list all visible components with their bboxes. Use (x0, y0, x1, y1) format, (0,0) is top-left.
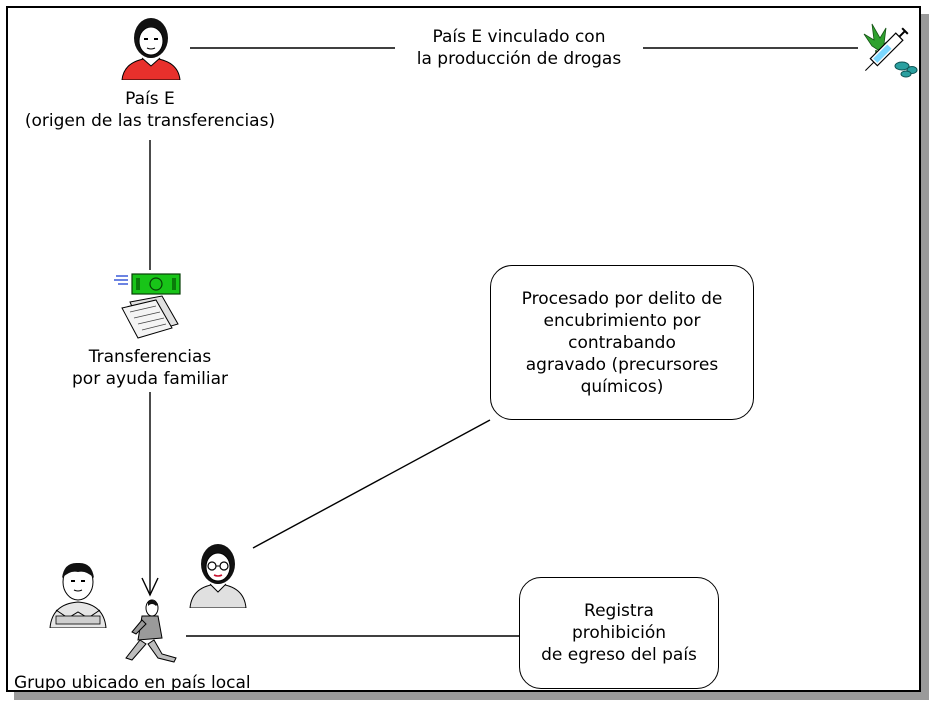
man-icon (49, 562, 107, 628)
country-e-label: País E (origen de las transferencias) (24, 89, 276, 131)
exit-ban-box: Registra prohibición de egreso del país (519, 577, 719, 689)
prosecuted-box: Procesado por delito de encubrimiento po… (490, 265, 754, 420)
group-label: Grupo ubicado en país local (14, 673, 251, 693)
arrow-head (141, 577, 159, 597)
frame-shadow-bottom (14, 692, 929, 700)
frame-shadow-right (921, 14, 929, 697)
link-woman-prosecuted (252, 419, 491, 549)
drugs-link-label: País E vinculado con la producción de dr… (395, 26, 643, 70)
drugs-syringe-icon (863, 23, 918, 78)
transfers-label: Transferencias por ayuda familiar (72, 347, 228, 389)
woman-icon (121, 18, 181, 80)
money-transfer-icon (114, 273, 181, 339)
diagram-frame (6, 6, 921, 692)
walking-man-icon (125, 599, 177, 663)
woman-glasses-icon (189, 544, 247, 608)
